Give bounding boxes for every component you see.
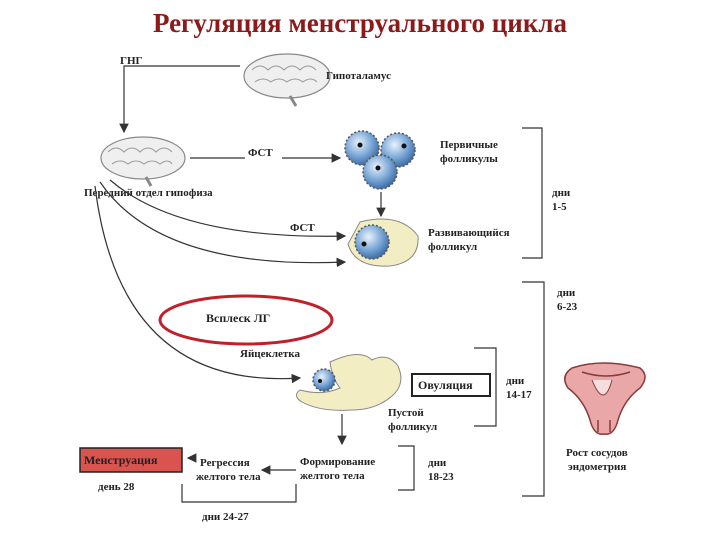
vessel-growth-label-1: Рост сосудов [566,447,628,459]
fsh-mid-arrow [109,179,347,242]
lh-surge-arrow [94,185,302,384]
days-18-23-label-2: 18-23 [428,471,454,483]
pituitary-brain-icon [100,136,186,187]
days-24-27-bracket [181,484,297,503]
corpus-luteum-label-2: желтого тела [300,470,365,482]
regression-label-2: желтого тела [196,471,261,483]
days-1-5-label-1: дни [552,187,571,199]
primary-follicles-label-1: Первичные [440,139,498,151]
empty-follicle-label-1: Пустой [388,407,424,419]
ovulation-label: Овуляция [418,378,473,392]
developing-follicle-label-2: фолликул [428,241,477,253]
days-14-17-label-1: дни [506,375,525,387]
hypothalamus-brain-icon [243,53,331,107]
gnrh-arrow [119,65,240,134]
corpus-luteum-label-1: Формирование [300,456,375,468]
anterior-pituitary-label: Передний отдел гипофиза [84,187,213,199]
empty-follicle-label-2: фолликул [388,421,437,433]
days-6-23-label-1: дни [557,287,576,299]
lh-surge-label: Всплеск ЛГ [206,311,270,325]
gng-label: ГНГ [120,55,143,67]
days-1-5-label-2: 1-5 [552,201,567,213]
menstruation-label: Менструация [84,453,158,467]
developing-follicle-label-1: Развивающийся [428,227,510,239]
menstruation-box [79,447,183,473]
primary-follicles-icon [344,130,416,190]
lh-surge-highlight-ring [158,294,334,346]
hypothalamus-label: Гипоталамус [326,70,391,82]
days-18-23-label-1: дни [428,457,447,469]
days-6-23-bracket [522,281,545,497]
primary-follicles-label-2: фолликулы [440,153,498,165]
regression-label-1: Регрессия [200,457,250,469]
vessel-growth-label-2: эндометрия [568,461,626,473]
egg-cell-label: Яйцеклетка [240,348,300,360]
developing-follicle-icon [347,218,419,267]
fsh-mid-label: ФСТ [290,222,315,234]
days-1-5-bracket [522,127,543,259]
lh-mid-arrow [99,181,347,268]
uterus-icon [564,362,646,435]
days-6-23-label-2: 6-23 [557,301,578,313]
day-28-label: день 28 [98,481,135,493]
days-18-23-bracket [398,445,415,491]
ovulation-box [411,373,491,397]
ovulating-follicle-icon [296,354,402,411]
days-14-17-bracket [474,347,497,427]
days-14-17-label-2: 14-17 [506,389,532,401]
page-title: Регуляция менструального цикла [152,8,568,38]
days-24-27-label: дни 24-27 [202,511,249,523]
fsh-top-label: ФСТ [248,147,273,159]
